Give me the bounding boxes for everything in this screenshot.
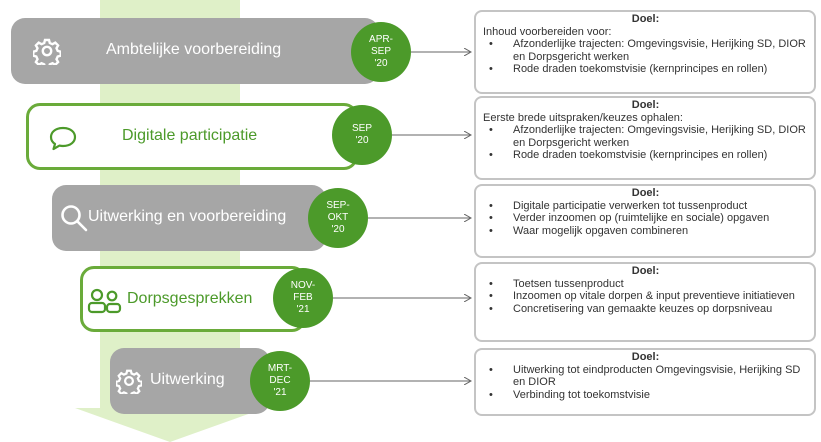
list-item: Afzonderlijke trajecten: Omgevingsvisie,… — [489, 38, 808, 63]
step-label: Ambtelijke voorbereiding — [106, 41, 282, 58]
speech-bubble-icon — [48, 124, 78, 152]
goal-title: Doel: — [631, 13, 660, 25]
step-label: Dorpsgesprekken — [127, 290, 253, 307]
list-item: Digitale participatie verwerken tot tuss… — [489, 200, 808, 213]
goal-box-1: Doel: Inhoud voorbereiden voor: Afzonder… — [474, 10, 816, 94]
list-item: Verder inzoomen op (ruimtelijke en socia… — [489, 212, 808, 225]
list-item: Waar mogelijk opgaven combineren — [489, 225, 808, 238]
people-icon — [87, 287, 123, 315]
gear-icon — [33, 37, 61, 65]
step-label: Digitale participatie — [122, 127, 258, 144]
list-item: Rode draden toekomstvisie (kernprincipes… — [489, 63, 808, 76]
date-badge: MRT-DEC'21 — [250, 351, 310, 411]
goal-title: Doel: — [631, 99, 660, 111]
goal-intro: Eerste brede uitspraken/keuzes ophalen: — [483, 111, 683, 124]
list-item: Toetsen tussenproduct — [489, 278, 808, 291]
step-label: Uitwerking — [150, 371, 225, 388]
list-item: Afzonderlijke trajecten: Omgevingsvisie,… — [489, 124, 808, 149]
goal-box-3: Doel: Digitale participatie verwerken to… — [474, 184, 816, 258]
magnifier-icon — [59, 203, 89, 233]
goal-box-4: Doel: Toetsen tussenproduct Inzoomen op … — [474, 262, 816, 342]
step-uitwerking: Uitwerking — [110, 348, 270, 414]
goal-title: Doel: — [631, 265, 660, 277]
goal-title: Doel: — [631, 187, 660, 199]
goal-title: Doel: — [631, 351, 660, 363]
step-digitale-participatie: Digitale participatie — [26, 103, 358, 170]
step-ambtelijke-voorbereiding: Ambtelijke voorbereiding — [11, 18, 379, 84]
goal-box-5: Doel: Uitwerking tot eindproducten Omgev… — [474, 348, 816, 416]
step-uitwerking-en-voorbereiding: Uitwerking en voorbereiding — [52, 185, 326, 251]
step-label: Uitwerking en voorbereiding — [88, 208, 287, 225]
date-badge: SEP'20 — [332, 105, 392, 165]
date-badge: APR-SEP'20 — [351, 22, 411, 82]
list-item: Rode draden toekomstvisie (kernprincipes… — [489, 149, 808, 162]
goal-box-2: Doel: Eerste brede uitspraken/keuzes oph… — [474, 96, 816, 180]
gear-icon — [116, 368, 142, 394]
list-item: Inzoomen op vitale dorpen & input preven… — [489, 290, 808, 303]
list-item: Concretisering van gemaakte keuzes op do… — [489, 303, 808, 316]
goal-intro: Inhoud voorbereiden voor: — [483, 25, 612, 38]
list-item: Uitwerking tot eindproducten Omgevingsvi… — [489, 364, 808, 389]
step-dorpsgesprekken: Dorpsgesprekken — [80, 266, 306, 332]
date-badge: SEP-OKT'20 — [308, 188, 368, 248]
date-badge: NOV-FEB'21 — [273, 268, 333, 328]
list-item: Verbinding tot toekomstvisie — [489, 389, 808, 402]
